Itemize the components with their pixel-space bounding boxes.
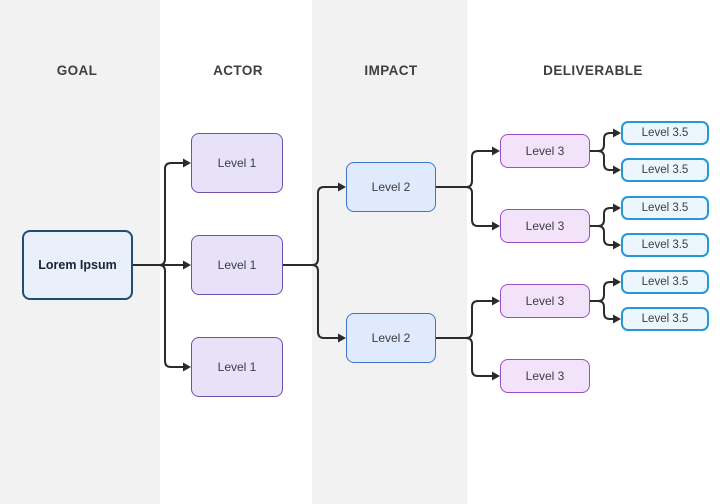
- column-heading-actor: ACTOR: [213, 63, 263, 78]
- node-l35f[interactable]: Level 3.5: [621, 307, 709, 331]
- arrowhead: [613, 165, 621, 175]
- node-label: Level 1: [217, 258, 257, 272]
- node-label: Level 3.5: [641, 127, 689, 139]
- connector: [590, 150, 614, 171]
- node-l1b[interactable]: Level 1: [191, 235, 283, 295]
- connector: [590, 300, 614, 320]
- arrowhead: [492, 371, 500, 381]
- node-label: Level 2: [371, 180, 411, 194]
- arrowhead: [183, 362, 191, 372]
- node-l3a[interactable]: Level 3: [500, 134, 590, 168]
- arrowhead: [492, 296, 500, 306]
- arrowhead: [183, 158, 191, 168]
- node-label: Level 1: [217, 156, 257, 170]
- arrowhead: [492, 146, 500, 156]
- connector: [436, 150, 493, 188]
- connector: [283, 186, 339, 266]
- node-label: Level 3.5: [641, 313, 689, 325]
- connector: [436, 337, 493, 377]
- connector: [590, 207, 614, 227]
- node-l3b[interactable]: Level 3: [500, 209, 590, 243]
- impact-column-band: [312, 0, 467, 504]
- node-l35a[interactable]: Level 3.5: [621, 121, 709, 145]
- node-label: Level 1: [217, 360, 257, 374]
- connector: [436, 186, 493, 227]
- node-label: Level 3.5: [641, 239, 689, 251]
- connector: [133, 264, 184, 368]
- node-l3c[interactable]: Level 3: [500, 284, 590, 318]
- node-label: Lorem Ipsum: [38, 258, 117, 272]
- node-root[interactable]: Lorem Ipsum: [22, 230, 133, 300]
- column-heading-deliverable: DELIVERABLE: [543, 63, 643, 78]
- node-label: Level 3: [525, 369, 565, 383]
- arrowhead: [613, 128, 621, 138]
- connector: [590, 132, 614, 152]
- node-label: Level 3: [525, 219, 565, 233]
- node-label: Level 3.5: [641, 164, 689, 176]
- connector: [590, 225, 614, 246]
- node-l2a[interactable]: Level 2: [346, 162, 436, 212]
- arrowhead: [613, 277, 621, 287]
- connector: [133, 162, 184, 266]
- column-heading-impact: IMPACT: [364, 63, 418, 78]
- node-l35c[interactable]: Level 3.5: [621, 196, 709, 220]
- connector: [436, 300, 493, 339]
- column-heading-goal: GOAL: [56, 63, 98, 78]
- node-l1a[interactable]: Level 1: [191, 133, 283, 193]
- node-l35b[interactable]: Level 3.5: [621, 158, 709, 182]
- arrowhead: [338, 182, 346, 192]
- node-l35d[interactable]: Level 3.5: [621, 233, 709, 257]
- node-label: Level 2: [371, 331, 411, 345]
- node-l35e[interactable]: Level 3.5: [621, 270, 709, 294]
- node-l3d[interactable]: Level 3: [500, 359, 590, 393]
- node-l1c[interactable]: Level 1: [191, 337, 283, 397]
- node-l2b[interactable]: Level 2: [346, 313, 436, 363]
- arrowhead: [613, 203, 621, 213]
- connector: [283, 264, 339, 339]
- arrowhead: [613, 314, 621, 324]
- node-label: Level 3.5: [641, 202, 689, 214]
- node-label: Level 3.5: [641, 276, 689, 288]
- connector: [590, 281, 614, 302]
- node-label: Level 3: [525, 144, 565, 158]
- arrowhead: [338, 333, 346, 343]
- node-label: Level 3: [525, 294, 565, 308]
- arrowhead: [492, 221, 500, 231]
- arrowhead: [183, 260, 191, 270]
- arrowhead: [613, 240, 621, 250]
